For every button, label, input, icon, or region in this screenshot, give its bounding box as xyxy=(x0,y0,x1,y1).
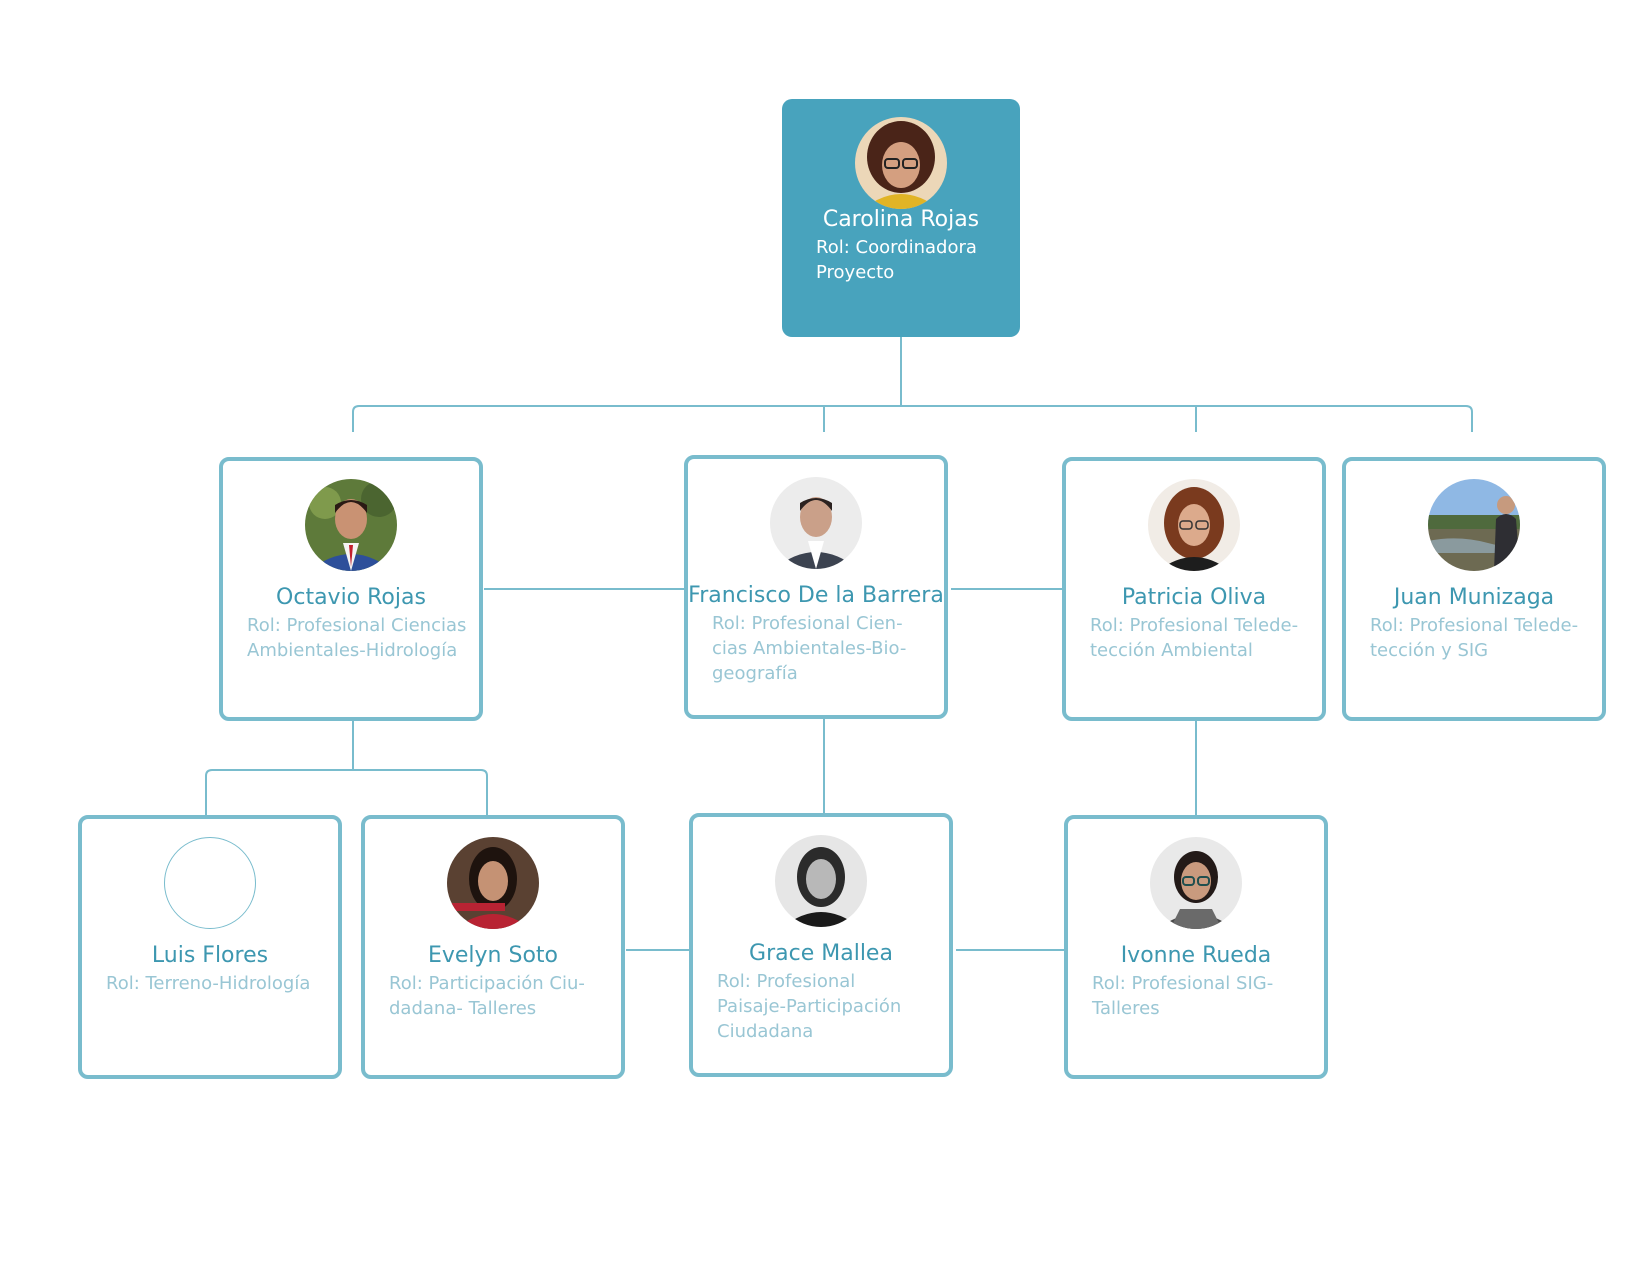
avatar-francisco-de-la-barrera xyxy=(770,477,862,569)
node-role: Rol: Coordinadora Proyecto xyxy=(816,237,977,283)
node-name: Carolina Rojas xyxy=(822,207,980,232)
org-node-evelyn-soto[interactable]: Evelyn Soto Rol: Participación Ciu- dada… xyxy=(361,815,625,1079)
org-node-grace-mallea[interactable]: Grace Mallea Rol: Profesional Paisaje-Pa… xyxy=(689,813,953,1077)
node-role: Rol: Profesional Ciencias Ambientales-Hi… xyxy=(247,615,467,661)
node-role: Rol: Participación Ciu- dadana- Talleres xyxy=(389,973,585,1019)
connector-level2-left-bar xyxy=(205,769,488,815)
avatar-grace-mallea xyxy=(775,835,867,927)
connector-level1-bar xyxy=(352,405,1473,432)
avatar-ivonne-rueda xyxy=(1150,837,1242,929)
avatar-placeholder xyxy=(164,837,256,929)
node-name: Juan Munizaga xyxy=(1393,585,1555,610)
org-node-carolina-rojas[interactable]: Carolina Rojas Rol: Coordinadora Proyect… xyxy=(782,99,1020,337)
node-name: Francisco De la Barrera xyxy=(688,583,944,608)
node-role: Rol: Profesional Telede- tección y SIG xyxy=(1370,615,1579,661)
avatar-evelyn-soto xyxy=(447,837,539,929)
avatar-juan-munizaga xyxy=(1428,479,1520,571)
org-node-ivonne-rueda[interactable]: Ivonne Rueda Rol: Profesional SIG- Talle… xyxy=(1064,815,1328,1079)
avatar-carolina-rojas xyxy=(855,117,947,209)
node-role: Rol: Terreno-Hidrología xyxy=(106,973,311,994)
node-role: Rol: Profesional SIG- Talleres xyxy=(1092,973,1274,1019)
node-name: Luis Flores xyxy=(151,943,269,968)
node-role: Rol: Profesional Paisaje-Participación C… xyxy=(717,971,902,1042)
node-role: Rol: Profesional Telede- tección Ambient… xyxy=(1090,615,1299,661)
org-node-octavio-rojas[interactable]: Octavio Rojas Rol: Profesional Ciencias … xyxy=(219,457,483,721)
avatar-octavio-rojas xyxy=(305,479,397,571)
org-node-luis-flores[interactable]: Luis Flores Rol: Terreno-Hidrología xyxy=(78,815,342,1079)
org-node-juan-munizaga[interactable]: Juan Munizaga Rol: Profesional Telede- t… xyxy=(1342,457,1606,721)
avatar-patricia-oliva xyxy=(1148,479,1240,571)
node-name: Ivonne Rueda xyxy=(1120,943,1272,968)
node-name: Evelyn Soto xyxy=(427,943,559,968)
node-name: Grace Mallea xyxy=(749,941,893,966)
org-node-francisco-de-la-barrera[interactable]: Francisco De la Barrera Rol: Profesional… xyxy=(684,455,948,719)
node-role: Rol: Profesional Cien- cias Ambientales-… xyxy=(712,613,907,684)
node-name: Octavio Rojas xyxy=(276,585,426,610)
org-node-patricia-oliva[interactable]: Patricia Oliva Rol: Profesional Telede- … xyxy=(1062,457,1326,721)
node-name: Patricia Oliva xyxy=(1121,585,1267,610)
